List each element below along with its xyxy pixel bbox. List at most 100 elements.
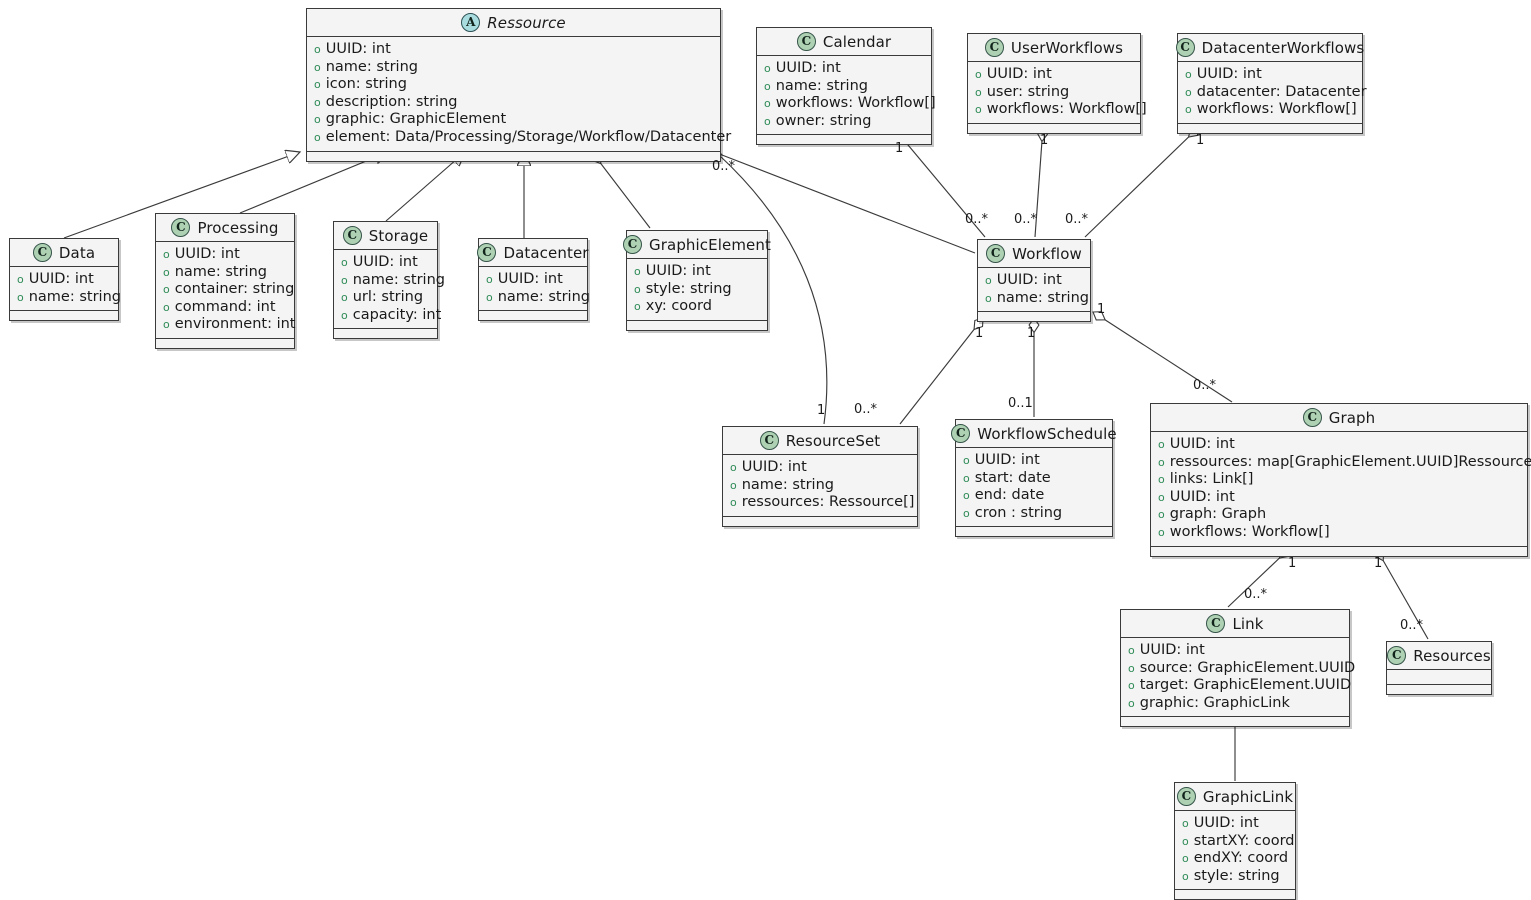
multiplicity-label: 0..* <box>1400 618 1424 633</box>
class-methods-datacenter <box>479 311 587 321</box>
class-methods-graphiclink <box>1175 890 1295 900</box>
attribute-text: UUID: int <box>497 271 563 287</box>
class-icon: C <box>1387 646 1407 665</box>
visibility-icon: o <box>634 282 641 296</box>
visibility-icon: o <box>963 489 970 503</box>
attribute-text: description: string <box>325 93 458 110</box>
attribute-text: xy: coord <box>645 298 712 315</box>
class-name-userworkflows: UserWorkflows <box>1010 38 1124 57</box>
visibility-icon: o <box>985 291 992 305</box>
class-header-storage: C Storage <box>334 222 437 250</box>
visibility-icon: o <box>963 471 970 485</box>
attribute-row: o start: date <box>963 470 1105 488</box>
visibility-icon: o <box>1158 525 1165 539</box>
attribute-text: workflows: Workflow[] <box>775 95 936 112</box>
class-icon: C <box>1175 38 1195 57</box>
attribute-text: icon: string <box>325 76 407 93</box>
multiplicity-label: 1 <box>1097 302 1106 317</box>
visibility-icon: o <box>486 273 493 286</box>
class-methods-userworkflows <box>968 123 1140 133</box>
class-box-resources[interactable]: C Resources <box>1386 641 1492 695</box>
class-icon: C <box>1302 408 1322 427</box>
edge-datacenterworkflows-workflow <box>1084 127 1199 238</box>
class-icon: C <box>796 32 816 51</box>
class-name-datacenter: Datacenter <box>503 243 589 262</box>
visibility-icon: o <box>341 256 348 269</box>
class-header-graphicelement: C GraphicElement <box>623 231 771 259</box>
visibility-icon: o <box>634 265 641 278</box>
class-name-link: Link <box>1232 614 1264 633</box>
attribute-text: style: string <box>1193 867 1280 884</box>
multiplicity-label: 1 <box>975 326 984 341</box>
class-icon: C <box>1176 787 1196 806</box>
attribute-text: endXY: coord <box>1193 850 1289 867</box>
class-methods-workflow <box>978 312 1090 322</box>
attribute-text: workflows: Workflow[] <box>1169 523 1330 540</box>
visibility-icon: o <box>963 454 970 467</box>
class-methods-storage <box>334 329 437 339</box>
multiplicity-label: 1 <box>1288 556 1297 571</box>
edge-ressource-graphicelement <box>592 152 651 229</box>
attribute-text: graph: Graph <box>1169 506 1267 523</box>
visibility-icon: o <box>975 85 982 99</box>
attribute-text: name: string <box>996 289 1089 306</box>
visibility-icon: o <box>163 248 170 261</box>
attribute-text: graphic: GraphicElement <box>325 111 507 128</box>
visibility-icon: o <box>163 300 170 314</box>
class-methods-ressource <box>307 151 720 161</box>
attribute-row: o UUID: int <box>486 271 580 289</box>
multiplicity-label: 1 <box>817 403 826 418</box>
multiplicity-label: 0..* <box>1065 212 1089 227</box>
class-methods-graph <box>1151 546 1527 556</box>
visibility-icon: o <box>17 273 24 286</box>
class-methods-processing <box>156 338 294 348</box>
visibility-icon: o <box>730 461 737 474</box>
attribute-text: source: GraphicElement.UUID <box>1139 659 1356 676</box>
visibility-icon: o <box>163 318 170 332</box>
class-header-link: C Link <box>1121 610 1349 638</box>
attribute-text: element: Data/Processing/Storage/Workflo… <box>325 128 732 145</box>
attribute-text: owner: string <box>775 112 872 129</box>
multiplicity-label: 1 <box>1040 133 1049 148</box>
class-name-ressource: Ressource <box>487 13 566 32</box>
attribute-text: start: date <box>974 469 1051 486</box>
attribute-text: name: string <box>497 288 590 305</box>
class-name-data: Data <box>58 243 96 262</box>
class-name-processing: Processing <box>197 218 279 237</box>
visibility-icon: o <box>163 283 170 297</box>
attribute-text: url: string <box>352 289 424 306</box>
class-header-resourceset: C ResourceSet <box>723 427 917 455</box>
attribute-text: graphic: GraphicLink <box>1139 694 1290 711</box>
attribute-text: links: Link[] <box>1169 471 1254 488</box>
